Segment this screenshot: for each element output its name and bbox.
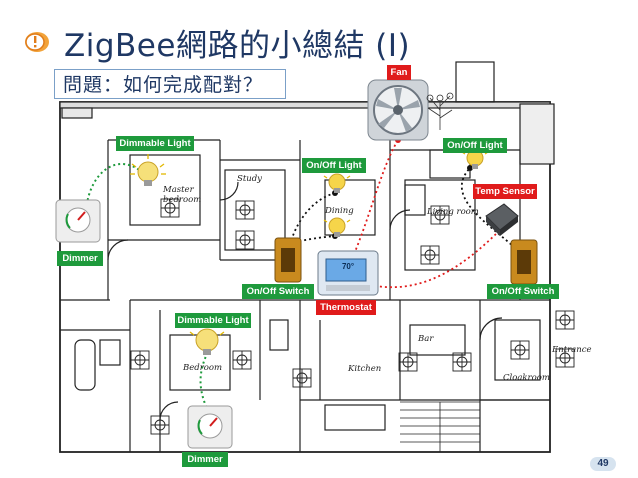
- room-label-kitchen: Kitchen: [348, 364, 382, 374]
- walls: [59, 61, 555, 453]
- room-label-bedroom: Bedroom: [183, 363, 223, 373]
- label-dimmable-light-bottom: Dimmable Light: [175, 313, 251, 328]
- label-onoff-light-right: On/Off Light: [443, 138, 507, 153]
- room-label-entrance: Entrance: [552, 345, 592, 355]
- room-label-bar: Bar: [418, 334, 434, 344]
- warning-bulb-icon: [25, 32, 49, 52]
- plant-decoration: [426, 92, 454, 130]
- black-link-dots: [287, 165, 525, 258]
- slide-title: ZigBee網路的小總結 (I): [64, 27, 411, 64]
- room-label-master: Master: [163, 185, 194, 195]
- slide-header: ZigBee網路的小總結 (I): [22, 22, 411, 64]
- thermostat-icon: [317, 250, 379, 296]
- dimmer-knob-icon: [55, 199, 233, 449]
- room-label-study: Study: [237, 174, 262, 184]
- ceiling-fan-icon: [367, 79, 429, 141]
- light-bulb-icon: [130, 149, 489, 355]
- page-number: 49: [590, 457, 616, 471]
- red-links: [347, 139, 501, 289]
- label-onoff-switch-left: On/Off Switch: [242, 284, 314, 299]
- ceiling-fixtures: [130, 198, 575, 435]
- label-fan: Fan: [387, 65, 411, 80]
- label-onoff-switch-right: On/Off Switch: [487, 284, 559, 299]
- label-dimmer-top: Dimmer: [57, 251, 103, 266]
- room-label-living-room: Living room: [427, 207, 479, 217]
- thermostat-display: 70°: [341, 262, 355, 271]
- label-dimmable-light-top: Dimmable Light: [116, 136, 194, 151]
- label-thermostat: Thermostat: [316, 300, 376, 315]
- label-onoff-light-center: On/Off Light: [302, 158, 366, 173]
- room-label-bedroom-line2: bedroom: [163, 195, 202, 205]
- label-dimmer-bottom: Dimmer: [182, 452, 228, 467]
- label-temp-sensor: Temp Sensor: [473, 184, 537, 199]
- green-link-dots: [83, 172, 213, 418]
- room-label-cloakroom: Cloakroom: [503, 373, 550, 383]
- question-box: 問題：如何完成配對？: [54, 69, 286, 99]
- rocker-switch-icon: [274, 237, 538, 285]
- temp-sensor-icon: [485, 203, 519, 236]
- room-label-dining: Dining: [325, 206, 354, 216]
